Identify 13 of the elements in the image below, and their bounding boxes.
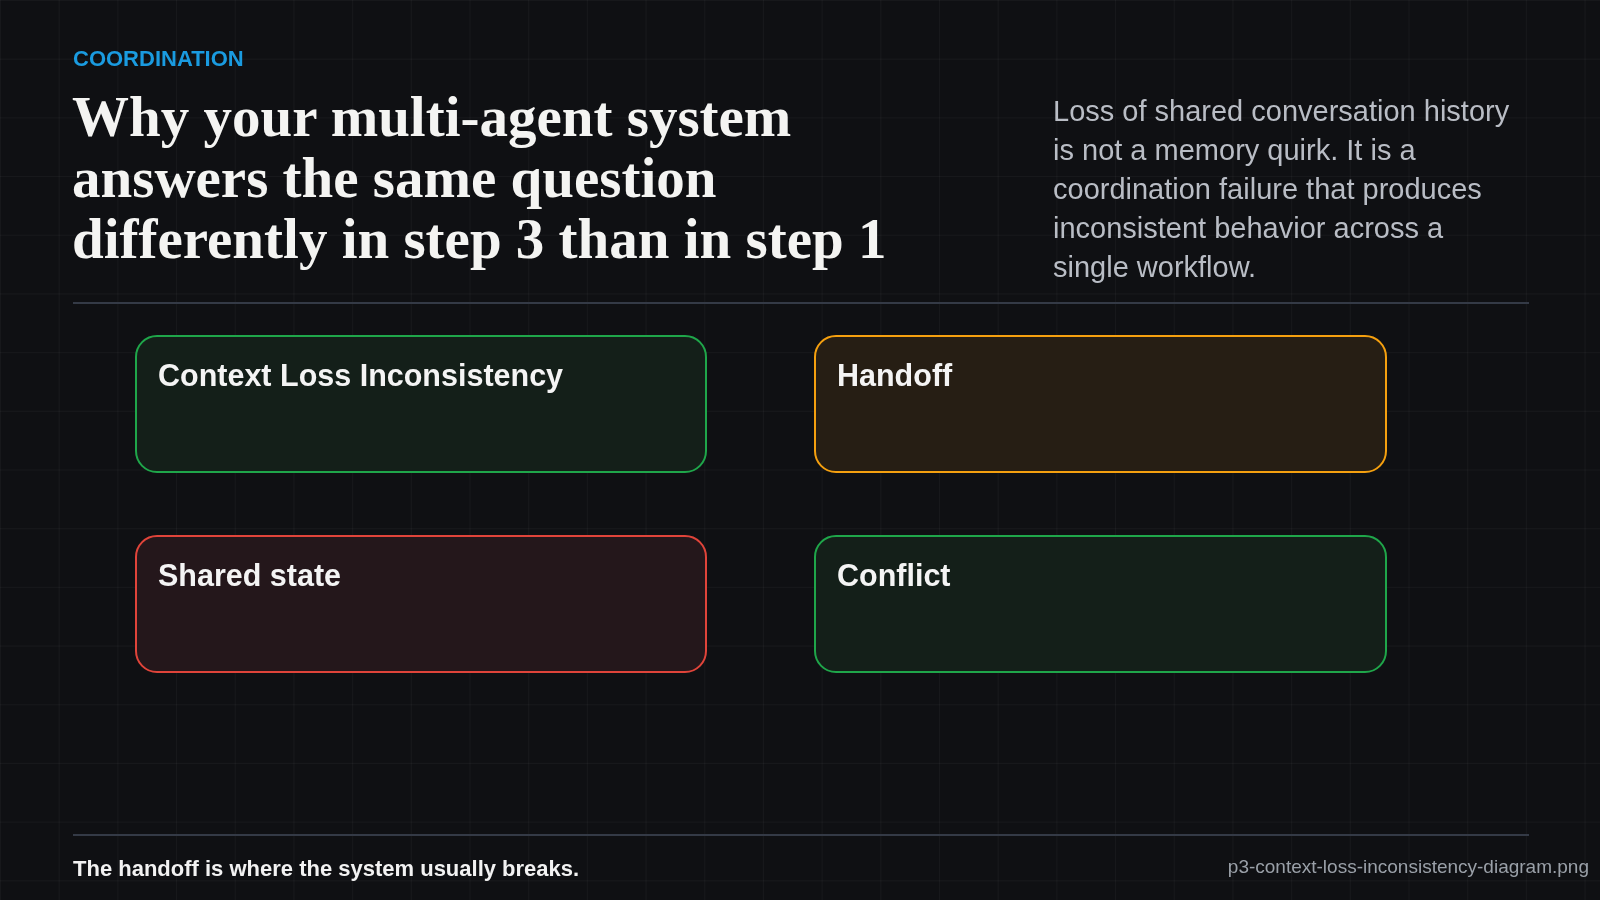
card-heading: Context Loss Inconsistency: [158, 357, 565, 393]
file-name-label: p3-context-loss-inconsistency-diagram.png: [1227, 855, 1589, 879]
concept-card: [135, 535, 707, 673]
concept-card: [814, 535, 1387, 673]
concept-card: [814, 335, 1387, 473]
concept-card: [135, 335, 707, 473]
slide-title: Why your multi-agent system answers the same question differently in step 3 than in step 1: [72, 86, 888, 269]
card-heading: Conflict: [837, 557, 952, 593]
summary-paragraph: Loss of shared conversation history is not a memory quirk. It is a coordination failure that produces inconsistent behavior across a single workflow.: [1053, 94, 1511, 285]
card-heading: Shared state: [158, 557, 343, 593]
section-kicker: COORDINATION: [73, 45, 244, 73]
card-heading: Handoff: [837, 357, 954, 393]
footer-caption: The handoff is where the system usually breaks.: [73, 855, 580, 883]
